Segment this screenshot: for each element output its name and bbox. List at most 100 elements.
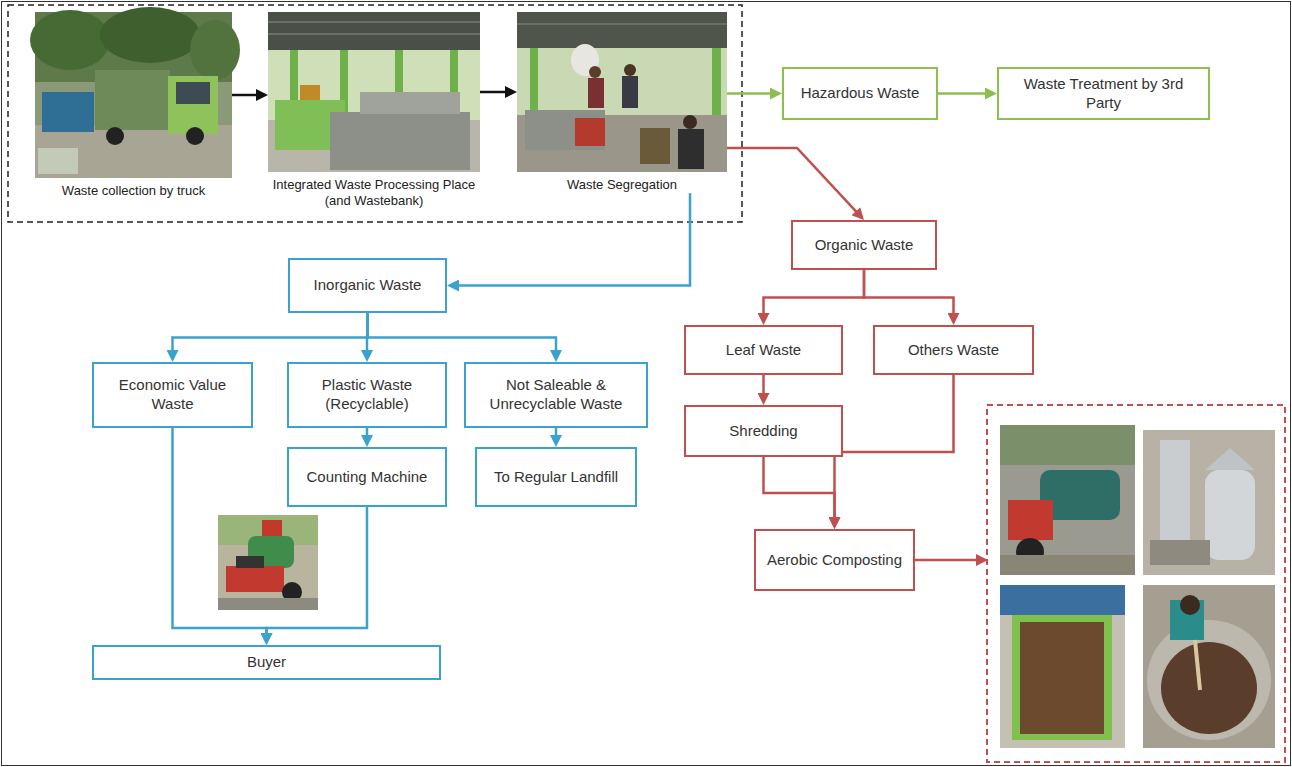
composting-photos-part (1000, 555, 1135, 575)
composting-photos-part (1000, 425, 1135, 465)
flow-arrow (555, 428, 558, 441)
counting-machine-photo-part (236, 556, 264, 568)
counting-machine-photo (218, 515, 318, 610)
photo-node: Integrated Waste Processing Place (and W… (268, 12, 480, 210)
segregation-photo (517, 12, 727, 172)
processing-place-photo-part (300, 85, 320, 100)
box-label: Waste Treatment by 3rd Party (1007, 75, 1200, 113)
truck-photo-part (42, 92, 94, 132)
photo-node: Waste Segregation (517, 12, 727, 193)
composting-arrow-part (915, 559, 978, 562)
process-box: Not Saleable & Unrecyclable Waste (464, 362, 648, 428)
processing-place-photo-part (360, 92, 460, 114)
box-label: Aerobic Composting (767, 551, 902, 570)
composting-photos-part (1150, 540, 1210, 565)
flow-arrow (727, 148, 860, 216)
segregation-photo-part (525, 110, 605, 150)
process-box: Inorganic Waste (288, 258, 447, 313)
photo-caption: Waste collection by truck (35, 183, 232, 199)
box-label: Buyer (247, 653, 286, 672)
composting-photos-part (1195, 640, 1200, 690)
processing-place-photo-part (268, 12, 480, 50)
composting-photos-part (1000, 585, 1125, 615)
composting-photos-part (1012, 615, 1112, 740)
box-label: Economic Value Waste (102, 376, 243, 414)
truck-photo-part (168, 76, 218, 134)
process-box: Aerobic Composting (754, 529, 915, 591)
composting-arrow-part (976, 554, 988, 566)
composting-arrow (915, 554, 988, 566)
segregation-photo-part (589, 66, 601, 78)
segregation-photo-part (678, 129, 704, 169)
process-box: To Regular Landfill (475, 447, 637, 507)
flow-arrow (453, 193, 690, 285)
segregation-photo-part (622, 76, 638, 108)
flow-arrow (368, 313, 557, 356)
group-outline (987, 405, 1285, 762)
composting-photos-part (1008, 500, 1053, 540)
segregation-photo-part (575, 118, 605, 146)
flow-arrow (938, 92, 991, 95)
processing-place-photo-part (330, 112, 470, 170)
truck-photo (30, 7, 240, 178)
composting-photos-part (1161, 642, 1257, 734)
process-box: Plastic Waste (Recyclable) (287, 362, 447, 428)
group-outline (8, 5, 742, 222)
counting-machine-photo-part (226, 566, 284, 592)
flow-arrow (366, 428, 369, 441)
counting-machine-photo-part (262, 520, 282, 536)
composting-photos-part (1180, 595, 1200, 615)
flow-arrow (835, 375, 954, 523)
truck-photo-part (176, 82, 210, 104)
process-box: Economic Value Waste (92, 362, 253, 428)
process-box: Organic Waste (791, 220, 937, 270)
composting-photos-part (1000, 425, 1135, 575)
truck-photo-part (38, 148, 78, 174)
composting-photos-part (1143, 585, 1275, 748)
truck-photo-part (190, 20, 240, 80)
segregation-photo-part (517, 12, 727, 172)
flow-arrow (864, 270, 954, 319)
flow-arrow (173, 313, 368, 356)
truck-photo-part (100, 7, 200, 63)
composting-photos-part (1000, 585, 1125, 748)
truck-photo-part (106, 127, 124, 145)
box-label: Shredding (729, 422, 797, 441)
processing-place-photo-part (268, 33, 480, 35)
composting-photos-part (1143, 430, 1275, 575)
box-label: Leaf Waste (726, 341, 801, 360)
truck-photo-part (186, 127, 204, 145)
process-box: Buyer (92, 645, 441, 680)
process-box: Others Waste (873, 325, 1034, 375)
processing-place-photo-part (268, 12, 480, 172)
flow-arrow (267, 507, 368, 639)
process-box: Leaf Waste (684, 325, 843, 375)
counting-machine-photo-part (218, 515, 318, 610)
flow-arrow (480, 91, 511, 94)
counting-machine-photo-part (218, 598, 318, 610)
process-box: Hazardous Waste (782, 67, 938, 120)
box-label: Not Saleable & Unrecyclable Waste (474, 376, 638, 414)
truck-photo-part (95, 70, 170, 130)
truck-photo-part (30, 10, 110, 70)
truck-photo-part (35, 125, 232, 178)
segregation-photo-part (517, 23, 727, 25)
composting-photos-part (1160, 440, 1190, 550)
flow-arrow (173, 428, 267, 639)
composting-photos-part (1205, 470, 1255, 560)
segregation-photo-part (624, 64, 636, 76)
composting-photos-part (1020, 622, 1104, 734)
flow-arrow (762, 375, 765, 399)
box-label: To Regular Landfill (494, 468, 618, 487)
composting-photos (987, 405, 1285, 762)
box-label: Organic Waste (815, 236, 914, 255)
photo-caption: Integrated Waste Processing Place (and W… (268, 177, 480, 210)
flow-arrow (727, 92, 776, 95)
composting-photos-part (1205, 448, 1255, 470)
flow-arrow (764, 270, 865, 319)
box-label: Others Waste (908, 341, 999, 360)
process-box: Shredding (684, 405, 843, 457)
